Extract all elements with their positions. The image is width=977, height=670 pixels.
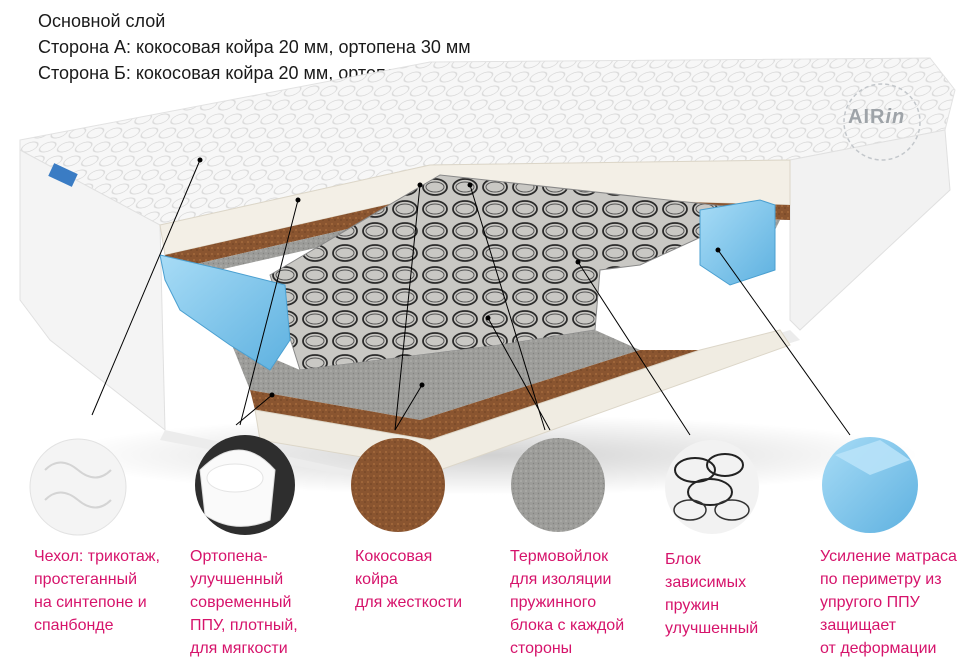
- logo-wreath-icon: [843, 83, 921, 161]
- label-felt: Термовойлок для изоляции пружинного блок…: [510, 548, 625, 657]
- mattress-cover: [19, 57, 956, 478]
- swatch-cover: [29, 438, 127, 536]
- swatch-coir: [351, 438, 445, 532]
- swatch-foam: [195, 435, 295, 535]
- label-perimeter: Усиление матраса по периметру из упругог…: [820, 548, 957, 657]
- swatch-felt: [511, 438, 605, 532]
- logo-text: AIRin: [848, 106, 906, 128]
- header-line: Сторона А: кокосовая койра 20 мм, ортопе…: [38, 37, 471, 57]
- label-cover: Чехол: трикотаж, простеганный на синтепо…: [34, 548, 160, 634]
- label-springs: Блок зависимых пружин улучшенный: [665, 551, 759, 637]
- brand-logo: AIRin: [838, 78, 926, 166]
- label-coir: Кокосовая койра для жесткости: [355, 548, 463, 611]
- header-line: Основной слой: [38, 11, 166, 31]
- swatch-perimeter-foam: [822, 437, 918, 533]
- pointer-lines: [91, 159, 851, 436]
- swatch-springs: [665, 440, 759, 534]
- pointer-dots: [197, 157, 721, 398]
- layer-cut-section: [159, 159, 791, 471]
- label-foam: Ортопена- улучшенный современный ППУ, пл…: [190, 548, 298, 657]
- header-text: Основной слой Сторона А: кокосовая койра…: [38, 8, 471, 86]
